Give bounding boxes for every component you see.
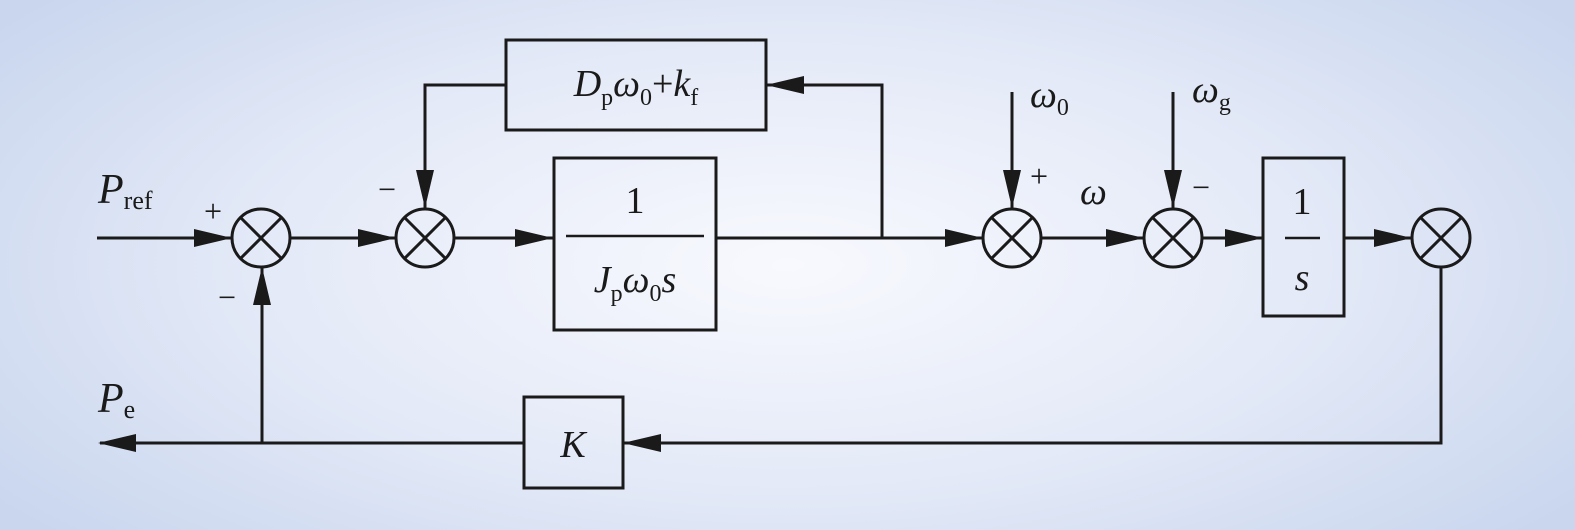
inertia-den-omega-sub: 0 <box>649 281 661 307</box>
arrow-into-gain <box>623 434 661 452</box>
svg-text:ω0: ω0 <box>1030 74 1069 121</box>
wires <box>97 83 1443 445</box>
inertia-den-omega: ω <box>623 259 650 301</box>
inertia-block: 1 Jpω0s <box>552 156 718 332</box>
integrator-denominator: s <box>1295 257 1310 299</box>
damping-d-sub: p <box>601 85 613 111</box>
sum2-minus-sign: − <box>378 171 396 207</box>
inertia-numerator: 1 <box>626 180 645 222</box>
sum3-plus-sign: + <box>1030 158 1048 194</box>
omega-mid-label: ω <box>1080 171 1107 213</box>
arrow-into-sum4 <box>1106 229 1144 247</box>
summing-junction-2 <box>394 207 456 269</box>
arrow-omega0-down <box>1003 170 1021 208</box>
inertia-den-s: s <box>661 259 676 301</box>
svg-text:Jpω0s: Jpω0s <box>594 259 677 307</box>
inertia-den-j-sub: p <box>611 281 623 307</box>
arrow-into-sum5 <box>1374 229 1412 247</box>
arrow-into-integrator <box>1225 229 1263 247</box>
arrow-into-sum3 <box>945 229 983 247</box>
omega0-input-sub: 0 <box>1057 95 1069 121</box>
wire-damping-to-sum2 <box>423 83 506 208</box>
arrow-omegag-down <box>1164 170 1182 208</box>
arrow-up-into-sum1 <box>253 267 271 305</box>
arrowheads <box>98 76 1412 452</box>
omega0-input-label: ω <box>1030 74 1057 116</box>
integrator-numerator: 1 <box>1293 181 1312 223</box>
integrator-block: 1 s <box>1261 156 1346 318</box>
damping-plus: + <box>652 63 673 105</box>
omegag-input-sub: g <box>1219 90 1231 116</box>
gain-block: K <box>522 395 625 490</box>
svg-text:Dpω0+kf: Dpω0+kf <box>573 63 699 111</box>
wire-sum5-to-gain <box>623 267 1443 445</box>
gain-label: K <box>559 424 587 466</box>
sum4-minus-sign: − <box>1192 169 1210 205</box>
summing-junction-1 <box>230 207 292 269</box>
svg-text:Pref: Pref <box>97 167 153 215</box>
wire-feedback-up <box>766 83 884 238</box>
damping-block: Dpω0+kf <box>504 38 768 132</box>
arrow-into-sum1 <box>194 229 232 247</box>
damping-omega-sub: 0 <box>640 85 652 111</box>
omegag-input-label: ω <box>1192 69 1219 111</box>
summing-junction-3 <box>981 207 1043 269</box>
sum1-minus-sign: − <box>218 279 236 315</box>
damping-omega: ω <box>613 63 640 105</box>
pref-label: P <box>97 167 124 213</box>
damping-d: D <box>573 63 601 105</box>
arrow-pe-output <box>98 434 136 452</box>
arrow-into-sum2 <box>358 229 396 247</box>
pe-sub: e <box>124 395 136 424</box>
damping-k-sub: f <box>690 85 698 111</box>
arrow-into-inertia <box>515 229 553 247</box>
pe-label: P <box>97 376 124 422</box>
pref-sub: ref <box>124 186 153 215</box>
arrow-damping-down-sum2 <box>416 170 434 208</box>
inertia-den-j: J <box>594 259 613 301</box>
summing-junction-5 <box>1410 207 1472 269</box>
summing-junction-4 <box>1142 207 1204 269</box>
svg-text:ωg: ωg <box>1192 69 1231 116</box>
damping-k: k <box>673 63 691 105</box>
svg-text:Pe: Pe <box>97 376 135 424</box>
arrow-into-damping <box>766 76 804 94</box>
sum1-plus-sign: + <box>204 193 222 229</box>
